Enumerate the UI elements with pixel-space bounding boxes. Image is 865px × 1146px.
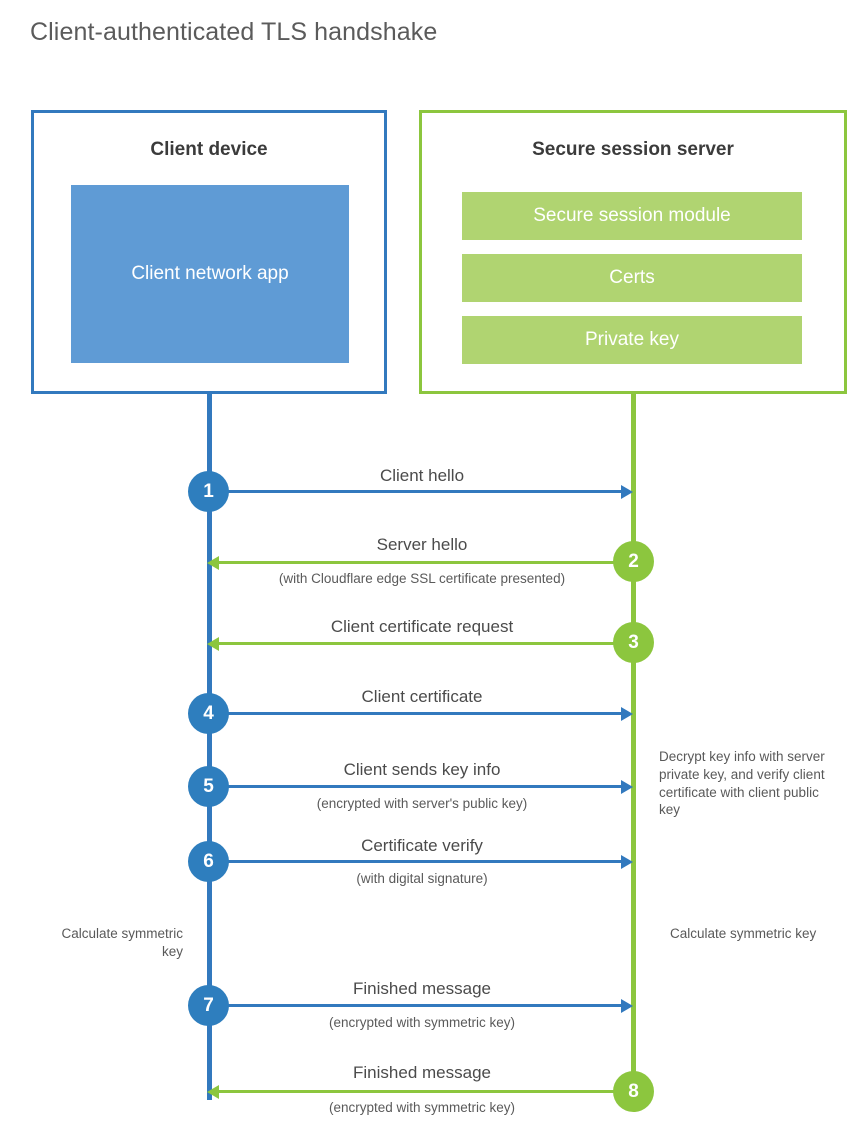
server-lifeline — [631, 391, 636, 1092]
step-6-label: Certificate verify — [361, 836, 483, 855]
server-calculate-symmetric-key-note: Calculate symmetric key — [670, 926, 817, 941]
step-3-badge: 3 — [613, 622, 654, 663]
step-8-label: Finished message — [353, 1063, 491, 1082]
server-component-certs: Certs — [462, 254, 802, 302]
step-5-arrow-head-icon — [621, 780, 633, 794]
step-2-sublabel: (with Cloudflare edge SSL certificate pr… — [278, 571, 566, 586]
step-2-arrow-line — [219, 561, 633, 564]
step-8-badge: 8 — [613, 1071, 654, 1112]
step-4-badge: 4 — [188, 693, 229, 734]
client-network-app-block: Client network app — [71, 185, 349, 363]
step-6-badge: 6 — [188, 841, 229, 882]
step-7-badge: 7 — [188, 985, 229, 1026]
step-7-label: Finished message — [353, 979, 491, 998]
step-4-label: Client certificate — [361, 687, 483, 706]
step-5-arrow-line — [209, 785, 623, 788]
step-5-sublabel: (encrypted with server's public key) — [316, 796, 528, 811]
step-7-arrow-head-icon — [621, 999, 633, 1013]
step-2-label: Server hello — [376, 535, 468, 554]
client-device-title: Client device — [150, 139, 268, 160]
step-1-badge: 1 — [188, 471, 229, 512]
step-7-arrow-line — [209, 1004, 623, 1007]
server-component-secure-session-module: Secure session module — [462, 192, 802, 240]
step-2-arrow-head-icon — [207, 556, 219, 570]
step-3-label: Client certificate request — [330, 617, 514, 636]
secure-session-server-box: Secure session server Secure session mod… — [419, 110, 847, 394]
secure-session-server-title: Secure session server — [532, 139, 734, 160]
step-6-arrow-head-icon — [621, 855, 633, 869]
step-2-badge: 2 — [613, 541, 654, 582]
server-decrypt-note: Decrypt key info with server private key… — [659, 749, 825, 818]
step-3-arrow-line — [219, 642, 633, 645]
step-6-sublabel: (with digital signature) — [356, 871, 488, 886]
client-calculate-symmetric-key-note: Calculate symmetric key — [61, 926, 183, 959]
step-3-arrow-head-icon — [207, 637, 219, 651]
client-lifeline — [207, 391, 212, 1100]
client-device-box: Client device Client network app — [31, 110, 387, 394]
server-component-private-key: Private key — [462, 316, 802, 364]
step-7-sublabel: (encrypted with symmetric key) — [328, 1015, 516, 1030]
step-5-badge: 5 — [188, 766, 229, 807]
step-4-arrow-line — [209, 712, 623, 715]
step-1-arrow-line — [209, 490, 623, 493]
step-6-arrow-line — [209, 860, 623, 863]
step-8-arrow-line — [219, 1090, 633, 1093]
step-8-arrow-head-icon — [207, 1085, 219, 1099]
page-title: Client-authenticated TLS handshake — [30, 18, 438, 46]
step-1-label: Client hello — [379, 466, 465, 485]
step-5-label: Client sends key info — [343, 760, 501, 779]
step-8-sublabel: (encrypted with symmetric key) — [328, 1100, 516, 1115]
step-1-arrow-head-icon — [621, 485, 633, 499]
step-4-arrow-head-icon — [621, 707, 633, 721]
